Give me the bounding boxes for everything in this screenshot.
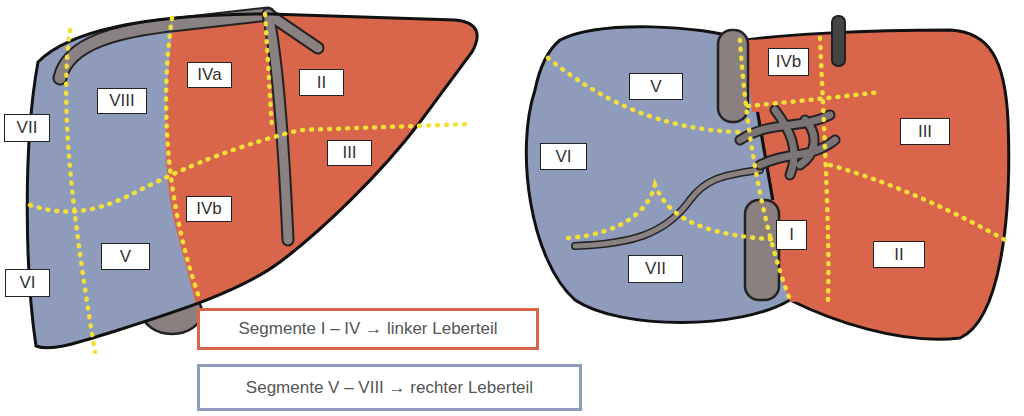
segment-label: VI: [5, 269, 50, 297]
legend-box: Segmente V – VIII → rechter Leberteil: [197, 364, 582, 411]
segment-borders: [30, 14, 472, 352]
segment-label: II: [299, 69, 344, 96]
legend-box: Segmente I – IV → linker Leberteil: [197, 308, 539, 350]
segment-number: VI: [555, 147, 571, 167]
segment-border: [66, 30, 95, 352]
segment-label: IVa: [187, 62, 232, 88]
segment-number: VI: [19, 273, 35, 293]
segment-number: III: [342, 143, 356, 163]
segment-borders: [548, 38, 1005, 300]
segment-label: V: [629, 73, 683, 100]
ligament-outline: [268, 14, 318, 240]
segment-label: III: [900, 118, 950, 145]
segment-label: IVb: [186, 196, 232, 222]
segment-label: VII: [628, 255, 683, 283]
segment-border: [166, 18, 200, 300]
segment-number: IVb: [776, 52, 802, 72]
segment-border: [568, 185, 782, 240]
segment-border: [830, 165, 1005, 240]
segment-number: II: [894, 245, 903, 265]
segment-number: II: [317, 73, 326, 93]
vena-cava: [745, 200, 779, 300]
segment-number: VII: [17, 118, 38, 138]
falciform-ligament: [268, 14, 318, 240]
segment-border: [740, 40, 790, 300]
legend-text: Segmente V – VIII → rechter Leberteil: [246, 378, 533, 398]
segment-number: IVa: [197, 65, 221, 85]
segment-border: [748, 92, 880, 106]
segment-label: VIII: [97, 88, 147, 114]
segment-border: [30, 124, 472, 212]
segment-label: II: [873, 241, 925, 268]
segment-border: [820, 38, 828, 300]
segment-label: III: [327, 140, 372, 166]
segment-label: VI: [540, 143, 587, 170]
segment-label: V: [101, 243, 150, 270]
segment-number: IVb: [196, 199, 222, 219]
segment-label: VII: [4, 114, 50, 142]
liver-outline: [27, 14, 477, 348]
segment-number: III: [918, 122, 932, 142]
vein-outline: [60, 14, 268, 78]
segment-number: VII: [645, 259, 666, 279]
segment-label: I: [776, 220, 807, 250]
segment-border: [548, 58, 740, 132]
segment-number: V: [650, 77, 661, 97]
segment-number: VIII: [109, 91, 135, 111]
segment-border: [265, 14, 272, 128]
segment-number: I: [789, 225, 794, 245]
ligament: [832, 16, 845, 66]
legend-text: Segmente I – IV → linker Leberteil: [239, 319, 498, 339]
hepatic-vein: [60, 14, 268, 78]
segment-label: IVb: [768, 48, 809, 76]
segment-number: V: [120, 247, 131, 267]
